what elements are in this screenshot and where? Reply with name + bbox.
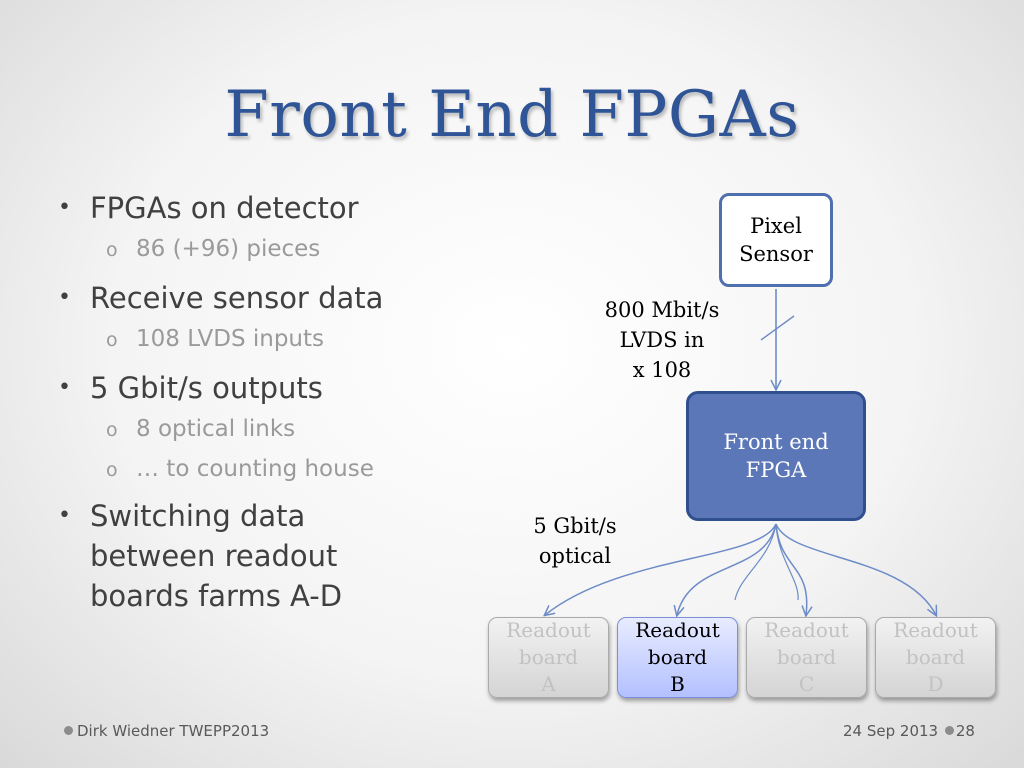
optical-link-a-arrow	[545, 523, 777, 615]
sub-bullet-marker: o	[106, 419, 118, 441]
bullet-marker: •	[58, 503, 71, 528]
board-label-line1: Readout	[506, 618, 591, 642]
optical-link-c-arrow	[775, 523, 807, 615]
sub-bullet-item: o … to counting house	[58, 450, 478, 488]
footer-right: 24 Sep 2013 28	[843, 722, 975, 740]
sub-bullet-text: 86 (+96) pieces	[136, 236, 321, 262]
lvds-link-label: 800 Mbit/s LVDS in x 108	[588, 295, 736, 385]
output-label-line1: 5 Gbit/s	[533, 514, 617, 538]
sub-bullet-text: … to counting house	[136, 456, 374, 482]
optical-link-b-arrow	[677, 523, 777, 615]
fpga-label-line1: Front end	[723, 430, 829, 454]
sub-bullet-item: o 8 optical links	[58, 410, 478, 448]
board-label-line2: board	[647, 645, 708, 669]
bus-slash-mark	[760, 315, 795, 341]
footer-dot-icon	[64, 726, 73, 735]
footer-author: Dirk Wiedner TWEPP2013	[77, 722, 270, 740]
pixel-sensor-label-line1: Pixel	[750, 214, 802, 238]
board-label-line1: Readout	[764, 618, 849, 642]
pixel-sensor-label-line2: Sensor	[739, 242, 813, 266]
bullet-text: 5 Gbit/s outputs	[90, 371, 323, 405]
bullet-text: FPGAs on detector	[90, 191, 359, 225]
sub-bullet-item: o 86 (+96) pieces	[58, 230, 478, 268]
sub-bullet-marker: o	[106, 459, 118, 481]
footer-date: 24 Sep 2013	[843, 722, 939, 740]
board-label-line3: A	[541, 672, 556, 696]
bullet-item: • Switching data between readout boards f…	[58, 496, 430, 616]
bullet-marker: •	[58, 195, 71, 220]
link-label-line1: 800 Mbit/s	[604, 298, 720, 322]
bullet-item: • FPGAs on detector	[58, 188, 478, 228]
bullet-list: • FPGAs on detector o 86 (+96) pieces • Rec…	[58, 184, 478, 616]
board-label-line2: board	[776, 645, 837, 669]
output-label-line2: optical	[538, 544, 612, 568]
fpga-label-line2: FPGA	[745, 458, 807, 482]
bullet-marker: •	[58, 375, 71, 400]
board-label-line2: board	[518, 645, 579, 669]
board-label-line1: Readout	[635, 618, 720, 642]
optical-link-extra-1	[734, 523, 777, 601]
bullet-marker: •	[58, 285, 71, 310]
link-label-line2: LVDS in	[619, 328, 705, 352]
sub-bullet-text: 8 optical links	[136, 416, 296, 442]
bullet-item: • 5 Gbit/s outputs	[58, 368, 478, 408]
bullet-text: Receive sensor data	[90, 281, 384, 315]
sub-bullet-text: 108 LVDS inputs	[136, 326, 324, 352]
page-number: 28	[955, 722, 975, 740]
board-label-line3: C	[798, 672, 815, 696]
slide-title: Front End FPGAs	[224, 78, 800, 152]
board-label-line3: D	[927, 672, 944, 696]
optical-link-d-arrow	[775, 523, 936, 615]
sub-bullet-item: o 108 LVDS inputs	[58, 320, 478, 358]
optical-link-extra-2	[775, 523, 799, 601]
bullet-item: • Receive sensor data	[58, 278, 478, 318]
sub-bullet-marker: o	[106, 239, 118, 261]
link-label-line3: x 108	[632, 358, 692, 382]
footer-dot-icon	[944, 726, 954, 735]
optical-output-label: 5 Gbit/s optical	[515, 511, 635, 571]
board-label-line3: B	[670, 672, 685, 696]
board-label-line2: board	[905, 645, 966, 669]
bullet-text: Switching data between readout boards fa…	[90, 499, 343, 613]
footer-left: Dirk Wiedner TWEPP2013	[64, 722, 269, 740]
board-label-line1: Readout	[893, 618, 978, 642]
sub-bullet-marker: o	[106, 329, 118, 351]
